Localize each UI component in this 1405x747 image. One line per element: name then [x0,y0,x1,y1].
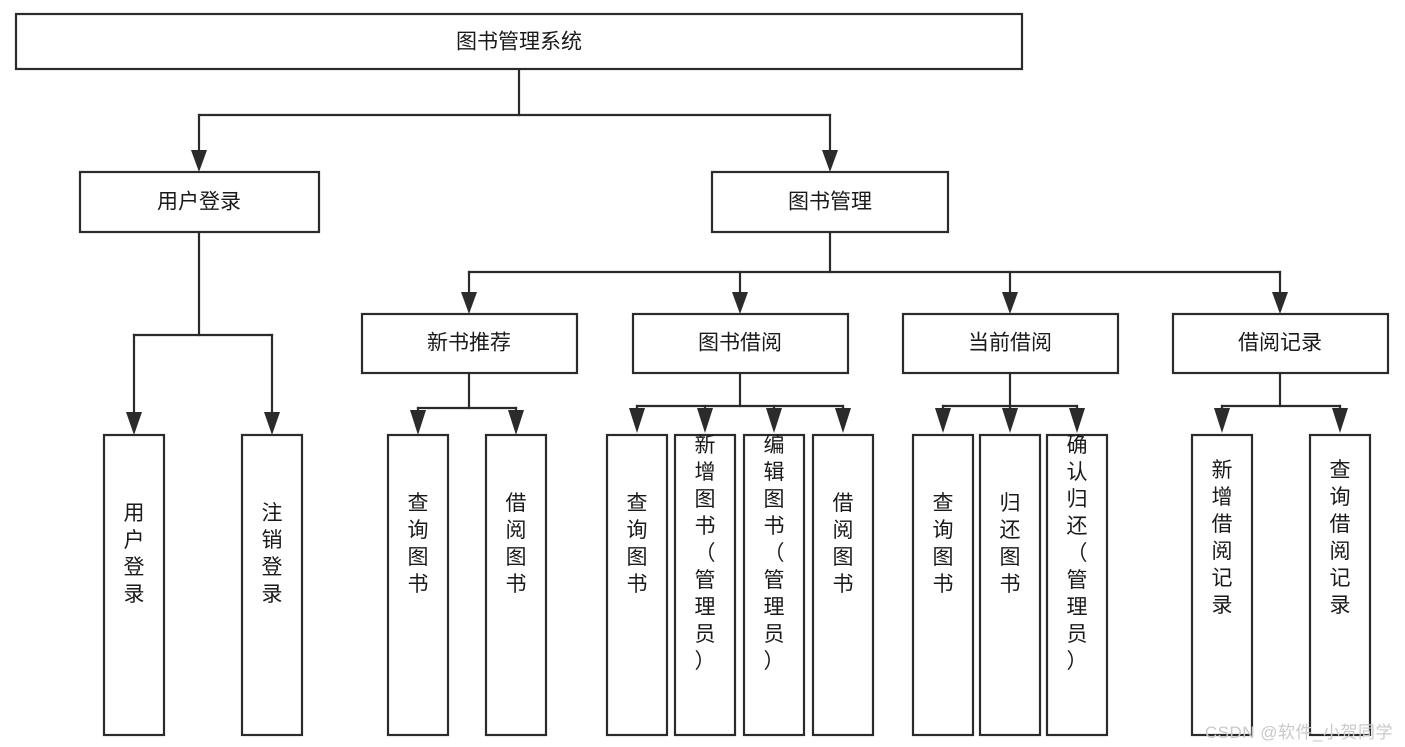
leaf-node[interactable]: 查询图书 [911,433,975,737]
leaf-node[interactable]: 新增图书（管理员） [673,433,737,737]
connector-group-current-borrow [935,371,1085,433]
arrowhead-leaf-cb-0 [935,408,951,433]
leaf-borrow-records-1-label: 查询借阅记录 [1330,459,1351,617]
leaf-node[interactable]: 注销登录 [240,433,304,737]
leaf-node[interactable]: 归还图书 [978,433,1042,737]
arrowhead-leaf-user-login-0 [126,412,142,435]
leaf-node[interactable]: 确认归还（管理员） [1045,433,1109,737]
node-new-book-recommend-label: 新书推荐 [427,332,511,355]
leaf-book-borrow-2-box[interactable] [742,433,806,737]
leaf-node[interactable]: 编辑图书（管理员） [742,433,806,737]
connector-group-book-borrow [629,371,851,433]
leaf-book-borrow-1-label: 新增图书（管理员） [695,434,716,673]
arrowhead-borrow-records [1272,292,1288,314]
arrowhead-book-borrow [732,292,748,314]
arrowhead-leaf-br-0 [1214,408,1230,433]
leaf-book-borrow-1-box[interactable] [673,433,737,737]
connector-group-book-manage [461,230,1288,314]
leaf-user-login-0-label: 用户登录 [124,502,145,606]
node-root-label: 图书管理系统 [456,31,582,54]
arrowhead-leaf-bb-2 [766,408,782,433]
arrowhead-leaf-user-login-1 [264,412,280,435]
leaf-node[interactable]: 用户登录 [102,433,166,737]
leaf-user-login-1-box[interactable] [240,433,304,737]
node-book-borrow-label: 图书借阅 [698,332,782,355]
leaf-book-borrow-3-label: 借阅图书 [833,492,854,596]
arrowhead-new-book-recommend [461,292,477,314]
leaf-book-borrow-0-box[interactable] [605,433,669,737]
arrowhead-leaf-nbr-0 [410,410,426,435]
node-user-login[interactable]: 用户登录 [78,170,321,234]
node-root-box[interactable] [14,12,1024,71]
arrowhead-user-login [191,150,207,172]
leaf-current-borrow-2-box[interactable] [1045,433,1109,737]
node-user-login-box[interactable] [78,170,321,234]
leaf-borrow-records-0-label: 新增借阅记录 [1212,459,1233,617]
arrowhead-leaf-br-1 [1332,408,1348,433]
arrowhead-leaf-nbr-1 [508,410,524,435]
leaf-node[interactable]: 借阅图书 [811,433,875,737]
node-borrow-records-label: 借阅记录 [1238,332,1322,355]
leaf-current-borrow-1-box[interactable] [978,433,1042,737]
arrowhead-leaf-cb-2 [1069,408,1085,433]
connector-group-new-book-recommend [410,371,524,435]
leaf-book-borrow-0-label: 查询图书 [627,492,648,596]
leaf-borrow-records-1-box[interactable] [1308,433,1372,737]
leaf-new-book-recommend-1-label: 借阅图书 [506,492,527,596]
node-current-borrow-box[interactable] [901,312,1120,375]
leaf-user-login-0-box[interactable] [102,433,166,737]
arrowhead-leaf-bb-1 [697,408,713,433]
csdn-watermark: CSDN @软件_小贺同学 [1204,723,1393,742]
node-book-borrow-box[interactable] [631,312,850,375]
node-borrow-records-box[interactable] [1171,312,1390,375]
arrowhead-book-manage [822,150,838,172]
node-current-borrow[interactable]: 当前借阅 [901,312,1120,375]
leaf-node[interactable]: 查询图书 [386,433,450,737]
leaf-new-book-recommend-0-box[interactable] [386,433,450,737]
leaf-current-borrow-1-label: 归还图书 [1000,492,1021,596]
leaf-borrow-records-0-box[interactable] [1190,433,1254,737]
arrowhead-leaf-bb-3 [835,408,851,433]
leaf-node[interactable]: 新增借阅记录 [1190,433,1254,737]
arrowhead-current-borrow [1002,292,1018,314]
node-new-book-recommend-box[interactable] [360,312,579,375]
arrowhead-leaf-cb-1 [1002,408,1018,433]
node-borrow-records[interactable]: 借阅记录 [1171,312,1390,375]
connector-group-user-login [126,230,280,435]
node-book-borrow[interactable]: 图书借阅 [631,312,850,375]
node-user-login-label: 用户登录 [157,191,241,214]
leaf-book-borrow-3-box[interactable] [811,433,875,737]
leaf-new-book-recommend-1-box[interactable] [484,433,548,737]
leaf-user-login-1-label: 注销登录 [262,502,283,606]
leaf-new-book-recommend-0-label: 查询图书 [408,492,429,596]
node-book-manage[interactable]: 图书管理 [710,170,950,234]
leaf-book-borrow-2-label: 编辑图书（管理员） [764,434,785,673]
leaf-node[interactable]: 查询借阅记录 [1308,433,1372,737]
leaf-current-borrow-0-box[interactable] [911,433,975,737]
node-current-borrow-label: 当前借阅 [968,332,1052,355]
connector-group-borrow-records [1214,371,1348,433]
connector-group-root [191,67,838,172]
leaf-node[interactable]: 借阅图书 [484,433,548,737]
arrowhead-leaf-bb-0 [629,408,645,433]
leaf-node[interactable]: 查询图书 [605,433,669,737]
node-new-book-recommend[interactable]: 新书推荐 [360,312,579,375]
leaf-current-borrow-0-label: 查询图书 [933,492,954,596]
node-root[interactable]: 图书管理系统 [14,12,1024,71]
node-book-manage-box[interactable] [710,170,950,234]
leaf-current-borrow-2-label: 确认归还（管理员） [1067,434,1088,673]
node-book-manage-label: 图书管理 [788,191,872,214]
